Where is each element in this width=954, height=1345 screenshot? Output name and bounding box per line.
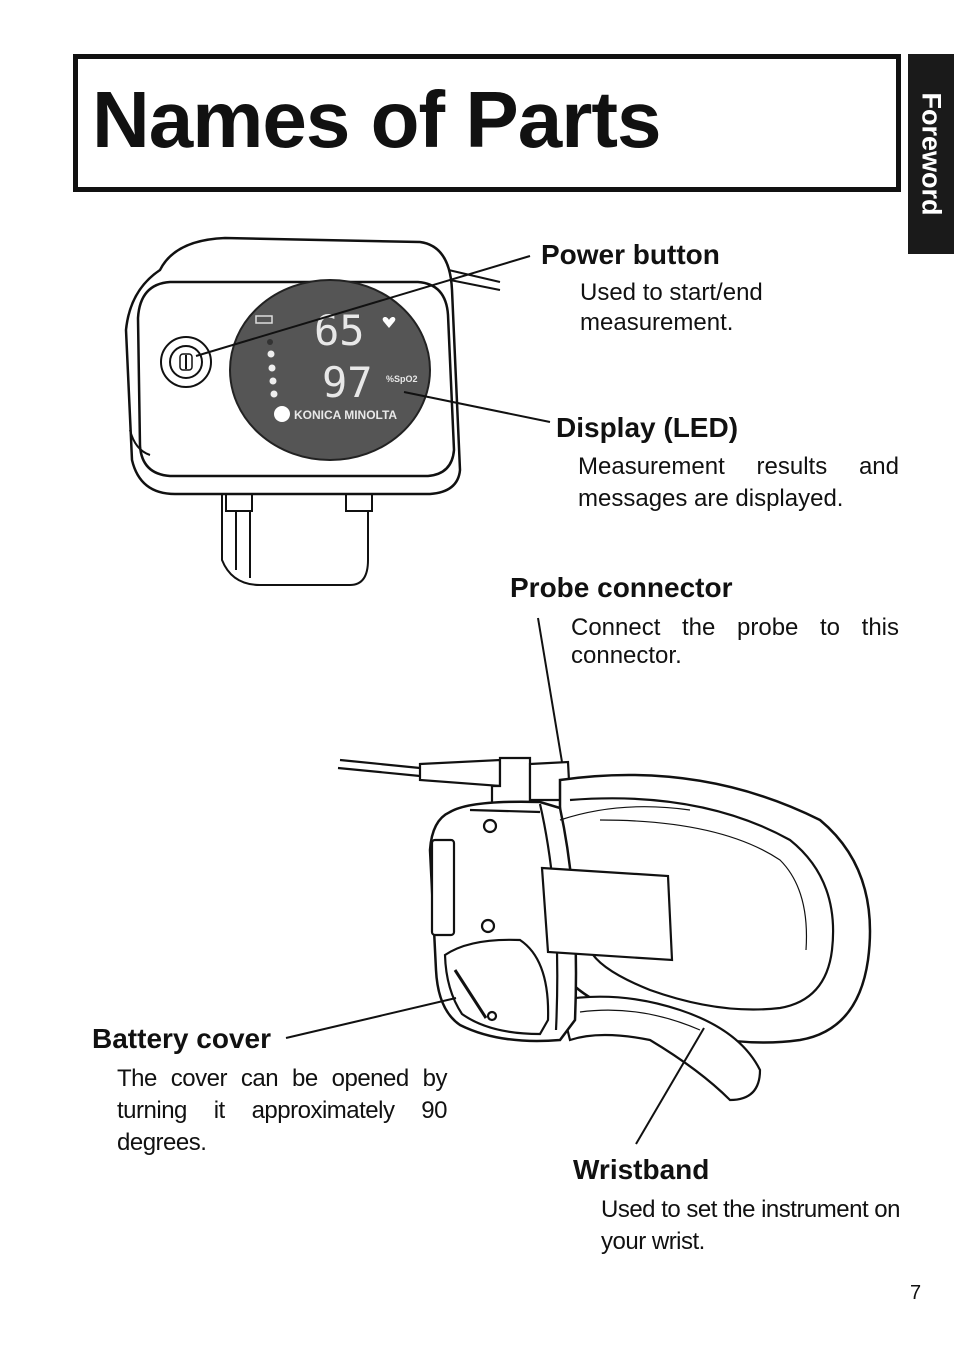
pulse-readout: 65	[314, 306, 365, 355]
title-frame	[73, 54, 901, 192]
spo2-readout: 97	[322, 358, 373, 407]
section-tab: Foreword	[908, 54, 954, 254]
spo2-unit: %SpO2	[386, 374, 418, 384]
wristband-label: Wristband	[573, 1154, 710, 1185]
probe-connector-label: Probe connector	[510, 572, 733, 603]
leader-display	[403, 391, 551, 423]
leader-lines	[195, 255, 705, 1145]
page-number: 7	[910, 1282, 922, 1304]
leader-probe-connector	[537, 617, 563, 763]
battery-cover-description: The cover can be opened by turning it ap…	[117, 1065, 448, 1156]
display-description: Measurement results and messages are dis…	[578, 453, 899, 512]
power-button-label: Power button	[541, 239, 720, 270]
device-side-illustration	[337, 756, 872, 1102]
leader-battery-cover	[285, 997, 457, 1039]
brand-logo: KONICA MINOLTA	[294, 408, 397, 422]
probe-connector-description: Connect the probe to this connector.	[571, 614, 899, 669]
display-readout: 65 97 %SpO2 KONICA MINOLTA	[274, 306, 418, 422]
display-label: Display (LED)	[556, 412, 739, 443]
leader-wristband	[635, 1027, 705, 1145]
battery-cover-label: Battery cover	[92, 1023, 271, 1054]
page-title: Names of Parts	[92, 75, 661, 164]
leader-power-button	[195, 255, 531, 357]
wristband-description: Used to set the instrument on your wrist…	[601, 1196, 901, 1255]
power-button-description: Used to start/end measurement.	[580, 279, 763, 336]
device-front-illustration	[124, 236, 501, 586]
